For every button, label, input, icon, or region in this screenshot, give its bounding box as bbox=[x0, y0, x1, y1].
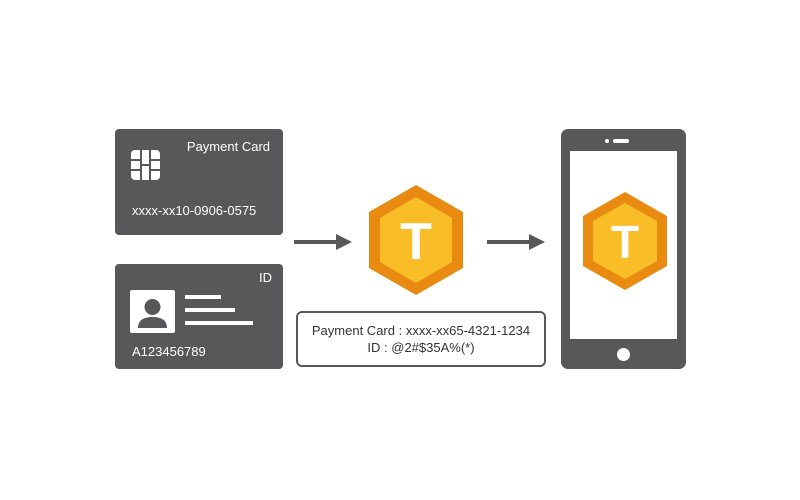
token-letter: T bbox=[611, 216, 639, 268]
payment-card-number: xxxx-xx10-0906-0575 bbox=[132, 203, 257, 218]
id-info-lines-icon bbox=[185, 295, 253, 325]
tokenized-id-line: ID : @2#$35A%(*) bbox=[367, 340, 475, 355]
person-photo-icon bbox=[130, 290, 175, 333]
phone-camera-icon bbox=[605, 139, 609, 143]
tokenized-info-box: Payment Card : xxxx-xx65-4321-1234 ID : … bbox=[296, 311, 546, 367]
payment-card-title: Payment Card bbox=[186, 139, 270, 154]
payment-card: Payment Card xxxx-xx10-0906-0575 bbox=[115, 129, 283, 235]
hexagon-token-icon: T bbox=[369, 185, 463, 295]
id-card-title: ID bbox=[259, 270, 272, 285]
phone-speaker-icon bbox=[613, 139, 629, 143]
chip-icon bbox=[131, 150, 160, 180]
arrow-right-icon bbox=[294, 234, 352, 250]
id-card-number: A123456789 bbox=[132, 344, 206, 359]
token-letter: T bbox=[400, 213, 432, 271]
phone-home-button bbox=[617, 348, 630, 361]
id-card: ID A123456789 bbox=[115, 264, 283, 369]
tokenized-payment-line: Payment Card : xxxx-xx65-4321-1234 bbox=[311, 323, 531, 338]
arrow-right-icon bbox=[487, 234, 545, 250]
hexagon-token-icon: T bbox=[583, 192, 667, 290]
